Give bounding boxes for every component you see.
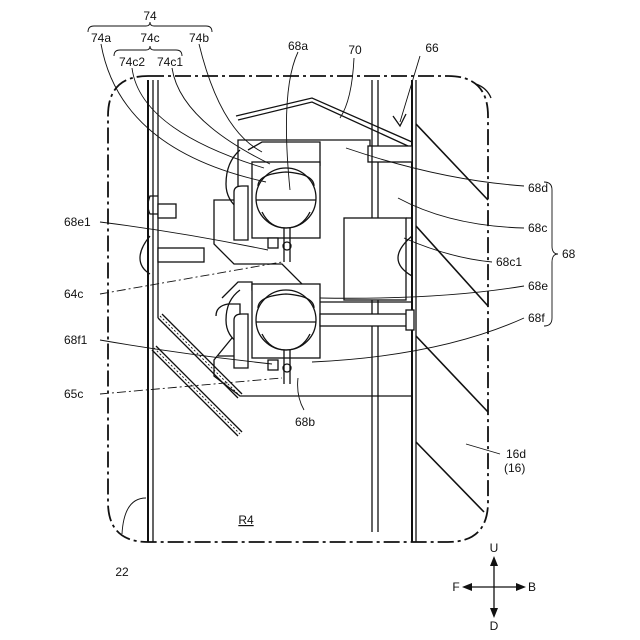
left-wall-brackets — [140, 196, 204, 274]
block-68c1 — [344, 218, 412, 300]
label-16d: 16d — [506, 447, 526, 461]
label-66: 66 — [425, 41, 439, 55]
label-16: (16) — [504, 461, 525, 475]
label-R4: R4 — [238, 513, 254, 527]
label-65c: 65c — [64, 387, 83, 401]
right-wall-hatching — [416, 124, 488, 512]
cover-70 — [236, 98, 412, 146]
brace-68 — [544, 182, 558, 326]
label-74c: 74c — [140, 31, 159, 45]
direction-indicator — [462, 556, 526, 618]
direction-back-label: B — [528, 580, 536, 594]
label-68b: 68b — [295, 415, 315, 429]
direction-down-label: D — [490, 619, 499, 633]
label-68f1: 68f1 — [64, 333, 88, 347]
label-68d: 68d — [528, 181, 548, 195]
label-74c2: 74c2 — [119, 55, 145, 69]
label-74c1: 74c1 — [157, 55, 183, 69]
label-68c1: 68c1 — [496, 255, 522, 269]
label-74a: 74a — [91, 31, 111, 45]
label-68: 68 — [562, 247, 576, 261]
label-68e1: 68e1 — [64, 215, 91, 229]
direction-front-label: F — [452, 580, 459, 594]
bracket-68d — [368, 146, 412, 162]
label-74: 74 — [143, 9, 157, 23]
label-68e: 68e — [528, 279, 548, 293]
direction-up-label: U — [490, 541, 499, 555]
label-68c: 68c — [528, 221, 547, 235]
label-70: 70 — [348, 43, 362, 57]
label-22: 22 — [115, 565, 129, 579]
label-68a: 68a — [288, 39, 308, 53]
label-74b: 74b — [189, 31, 209, 45]
left-wall — [148, 80, 158, 542]
label-64c: 64c — [64, 287, 83, 301]
label-68f: 68f — [528, 311, 545, 325]
